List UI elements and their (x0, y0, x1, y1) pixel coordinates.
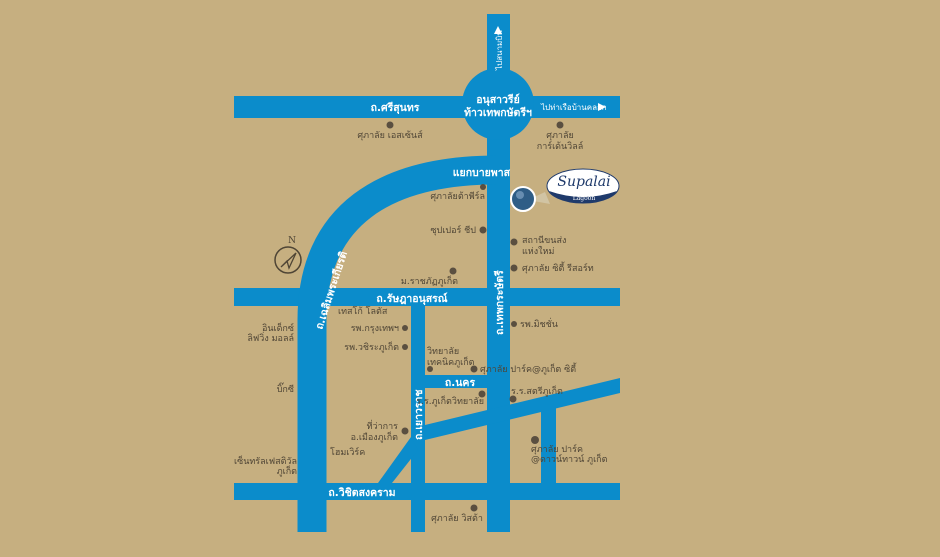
arrows (494, 26, 606, 111)
label-nakhon: ถ.นคร (445, 377, 476, 389)
poi: ศุภาลัย ซิตี้ รีสอร์ท (522, 261, 594, 274)
poi: อินเด็กซ์ (262, 321, 294, 334)
poi: ศุภาลัย เอสเซ้นส์ (357, 129, 423, 141)
supalai-logo: Supalai Lagoon (546, 168, 620, 204)
road-wichit (234, 483, 620, 500)
road-yaowarat (411, 300, 425, 532)
compass-icon (274, 246, 302, 274)
poi: ลิฟวิ่ง มอลล์ (247, 331, 294, 344)
poi: แห่งใหม่ (522, 246, 554, 257)
label-rassada: ถ.รัษฎาอนุสรณ์ (376, 292, 447, 306)
poi: ร.ร.ภูเก็ตวิทยาลัย (416, 394, 484, 407)
poi: เทคนิคภูเก็ต (427, 355, 475, 368)
road-diagonal-short (378, 437, 418, 483)
poi: สถานีขนส่ง (522, 235, 566, 246)
label-monument-2: ท้าวเทพกษัตรีฯ (464, 106, 532, 119)
poi: ร.ร.สตรีภูเก็ต (511, 384, 563, 397)
poi: ศุภาลัย ปาร์ค (531, 443, 583, 455)
poi: ที่ว่าการ (367, 419, 399, 432)
label-bypass: แยกบายพาส (453, 167, 511, 179)
label-monument-1: อนุสาวรีย์ (476, 93, 519, 107)
poi: ภูเก็ต (277, 464, 297, 477)
poi: อ.เมืองภูเก็ต (351, 430, 399, 443)
label-thepkrasattri: ถ.เทพกระษัตรี (493, 270, 506, 335)
label-to-pier: ไปท่าเรือบ้านคลอก (540, 103, 607, 112)
arrow-right-icon (598, 103, 606, 111)
poi: @ดาวน์ทาวน์ ภูเก็ต (531, 452, 608, 465)
road-side (541, 400, 556, 490)
poi: เซ็นทรัลเฟสติวัล (234, 454, 297, 467)
project-pin (510, 186, 536, 212)
poi: ซุปเปอร์ ชีป (430, 224, 476, 236)
road-chalermprakiat (297, 155, 498, 532)
svg-text:Lagoon: Lagoon (573, 195, 596, 202)
poi: ม.ราชภัฏภูเก็ต (401, 274, 458, 287)
road-rassada (234, 288, 620, 306)
project-marker: Supalai Lagoon (510, 168, 620, 212)
poi: เทสโก้ โลตัส (338, 306, 388, 317)
label-srisoonthorn: ถ.ศรีสุนทร (371, 101, 420, 115)
points-of-interest: ศุภาลัย เอสเซ้นส์ ศุภาลัย การ์เด้นวิลล์ … (234, 121, 608, 524)
road-thepkrasattri (487, 14, 510, 532)
compass-needle-icon (280, 252, 297, 270)
poi: โฮมเวิร์ค (330, 446, 365, 458)
poi: รพ.มิชชั่น (520, 317, 558, 330)
poi: การ์เด้นวิลล์ (537, 140, 584, 152)
poi: วิทยาลัย (427, 346, 459, 357)
poi: ศุภาลัยต้าพีร์ล (430, 190, 485, 202)
svg-text:Supalai: Supalai (557, 174, 610, 190)
arrow-up-icon (494, 26, 502, 34)
road-nakhon (411, 375, 510, 388)
poi: รพ.วชิระภูเก็ต (344, 340, 399, 353)
label-wichit: ถ.วิชิตสงคราม (328, 487, 395, 499)
compass: N (274, 236, 302, 274)
roads (234, 14, 620, 532)
label-to-airport: ไปสนามบิน (495, 30, 504, 71)
poi: บิ๊กซี (277, 382, 294, 395)
roundabout (462, 68, 534, 140)
poi: รพ.กรุงเทพฯ (351, 324, 399, 334)
poi: ศุภาลัย ปาร์ค@ภูเก็ต ซิตี้ (480, 362, 577, 375)
poi: ศุภาลัย (546, 131, 574, 141)
road-diagonal (425, 378, 620, 440)
poi: ศุภาลัย วิสต้า (431, 513, 483, 524)
compass-north-label: N (288, 236, 296, 246)
label-yaowarat: ถ.เยาวราช (413, 389, 425, 440)
